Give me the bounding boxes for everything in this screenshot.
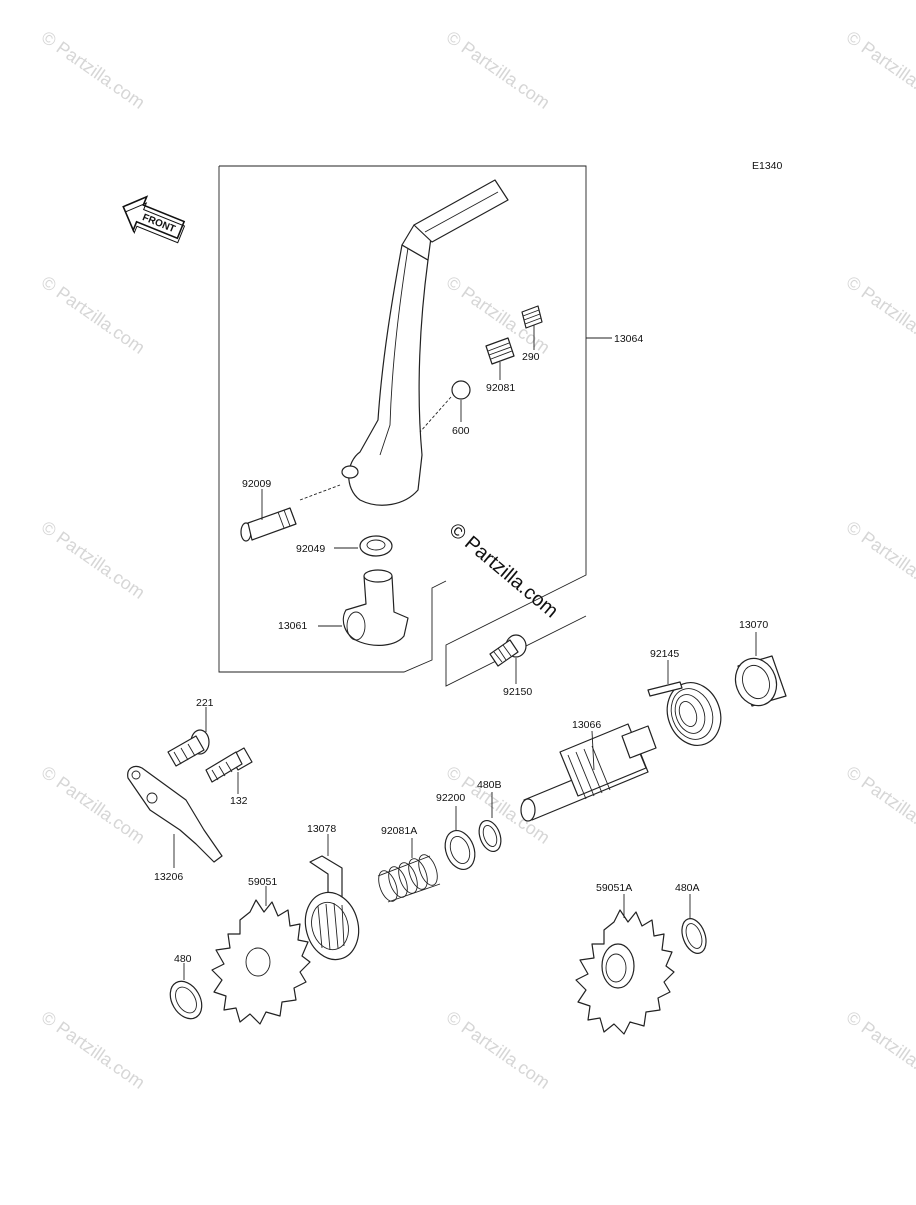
torsion-spring-92145 xyxy=(647,681,722,746)
watermark: © Partzilla.com xyxy=(843,27,916,113)
part-label-480B: 480B xyxy=(477,779,502,791)
part-label-13078: 13078 xyxy=(307,823,336,835)
watermark: © Partzilla.com xyxy=(38,1007,149,1093)
circlip-480B xyxy=(478,819,502,853)
bolt-92150 xyxy=(489,634,527,667)
guide-13070 xyxy=(734,655,787,707)
part-label-13070: 13070 xyxy=(739,619,768,631)
gear-59051A xyxy=(575,909,675,1035)
bolt-221 xyxy=(167,729,210,767)
spring-290 xyxy=(521,305,543,329)
ball-600 xyxy=(451,380,471,400)
front-arrow-icon: FRONT xyxy=(122,195,186,244)
watermark: © Partzilla.com xyxy=(38,272,149,358)
bolt-132 xyxy=(205,747,253,783)
bolt-92009 xyxy=(240,507,297,542)
gear-59051 xyxy=(211,899,311,1025)
part-label-92049: 92049 xyxy=(296,543,325,555)
part-label-290: 290 xyxy=(522,351,540,363)
part-label-13061: 13061 xyxy=(278,620,307,632)
watermark: © Partzilla.com xyxy=(38,27,149,113)
part-label-13066: 13066 xyxy=(572,719,601,731)
watermark: © Partzilla.com xyxy=(843,517,916,603)
part-label-92081: 92081 xyxy=(486,382,515,394)
part-label-600: 600 xyxy=(452,425,470,437)
part-label-92009: 92009 xyxy=(242,478,271,490)
kick-shaft-13066 xyxy=(520,723,657,822)
watermark: © Partzilla.com xyxy=(843,762,916,848)
part-label-13064: 13064 xyxy=(614,333,643,345)
spring-92081 xyxy=(485,337,515,365)
collar-92049 xyxy=(359,535,393,557)
part-label-13206: 13206 xyxy=(154,871,183,883)
watermark: © Partzilla.com xyxy=(443,1007,554,1093)
circlip-480A xyxy=(681,918,707,954)
part-label-59051A: 59051A xyxy=(596,882,632,894)
watermark: © Partzilla.com xyxy=(843,272,916,358)
part-label-221: 221 xyxy=(196,697,214,709)
assembly-outline xyxy=(218,165,587,687)
ratchet-13078 xyxy=(304,855,360,961)
watermark: © Partzilla.com xyxy=(38,517,149,603)
part-label-92145: 92145 xyxy=(650,648,679,660)
part-label-92150: 92150 xyxy=(503,686,532,698)
part-label-480A: 480A xyxy=(675,882,700,894)
lever-13206 xyxy=(127,765,223,863)
center-watermark: © Partzilla.com xyxy=(445,519,562,622)
watermark: © Partzilla.com xyxy=(443,27,554,113)
kick-pedal-arm xyxy=(341,179,509,506)
part-label-92200: 92200 xyxy=(436,792,465,804)
washer-92200 xyxy=(444,830,476,870)
part-label-132: 132 xyxy=(230,795,248,807)
part-label-59051: 59051 xyxy=(248,876,277,888)
diagram-code: E1340 xyxy=(752,160,783,172)
circlip-480 xyxy=(169,980,203,1020)
part-label-480: 480 xyxy=(174,953,192,965)
spring-92081A xyxy=(377,854,441,903)
part-label-92081A: 92081A xyxy=(381,825,417,837)
pedal-boss-13061 xyxy=(342,569,409,646)
watermark: © Partzilla.com xyxy=(843,1007,916,1093)
